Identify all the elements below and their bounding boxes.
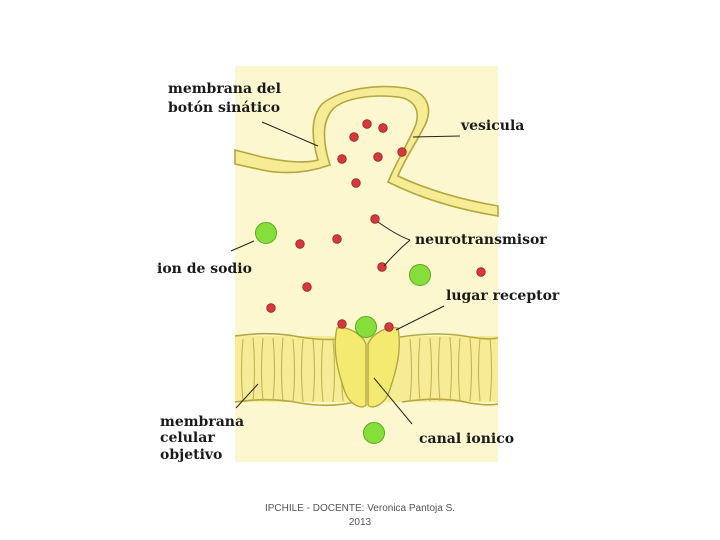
neurotransmitter-molecule bbox=[378, 263, 387, 272]
neurotransmitter-molecule bbox=[338, 320, 347, 329]
label-ion-channel: canal ionico bbox=[419, 431, 514, 447]
label-neurotransmitter: neurotransmisor bbox=[415, 232, 547, 248]
neurotransmitter-molecule bbox=[374, 153, 383, 162]
neurotransmitter-molecule bbox=[352, 179, 361, 188]
label-target-membrane-3: objetivo bbox=[160, 447, 222, 463]
label-target-membrane-2: celular bbox=[160, 430, 215, 446]
neurotransmitter-molecule bbox=[363, 120, 372, 129]
sodium-ion bbox=[256, 223, 277, 244]
neurotransmitter-molecule bbox=[398, 148, 407, 157]
label-vesicle: vesicula bbox=[460, 118, 524, 134]
neurotransmitter-molecule bbox=[350, 133, 359, 142]
neurotransmitter-molecule bbox=[385, 323, 394, 332]
label-presynaptic-membrane-2: botón sinático bbox=[168, 100, 280, 116]
neurotransmitter-molecule bbox=[379, 124, 388, 133]
label-receptor-site: lugar receptor bbox=[446, 288, 560, 304]
label-target-membrane-1: membrana bbox=[160, 414, 244, 430]
sodium-ion bbox=[356, 317, 377, 338]
neurotransmitter-molecule bbox=[267, 304, 276, 313]
neurotransmitter-molecule bbox=[477, 268, 486, 277]
neurotransmitter-molecule bbox=[303, 283, 312, 292]
label-sodium-ion: ion de sodio bbox=[157, 261, 252, 277]
sodium-ion bbox=[410, 265, 431, 286]
footer-line-2: 2013 bbox=[0, 516, 720, 530]
footer-line-1: IPCHILE - DOCENTE: Veronica Pantoja S. bbox=[0, 502, 720, 516]
neurotransmitter-molecule bbox=[338, 155, 347, 164]
footer-credit: IPCHILE - DOCENTE: Veronica Pantoja S. 2… bbox=[0, 502, 720, 530]
neurotransmitter-molecule bbox=[333, 235, 342, 244]
label-presynaptic-membrane-1: membrana del bbox=[168, 81, 281, 97]
neurotransmitter-molecule bbox=[296, 240, 305, 249]
sodium-ion bbox=[364, 423, 385, 444]
